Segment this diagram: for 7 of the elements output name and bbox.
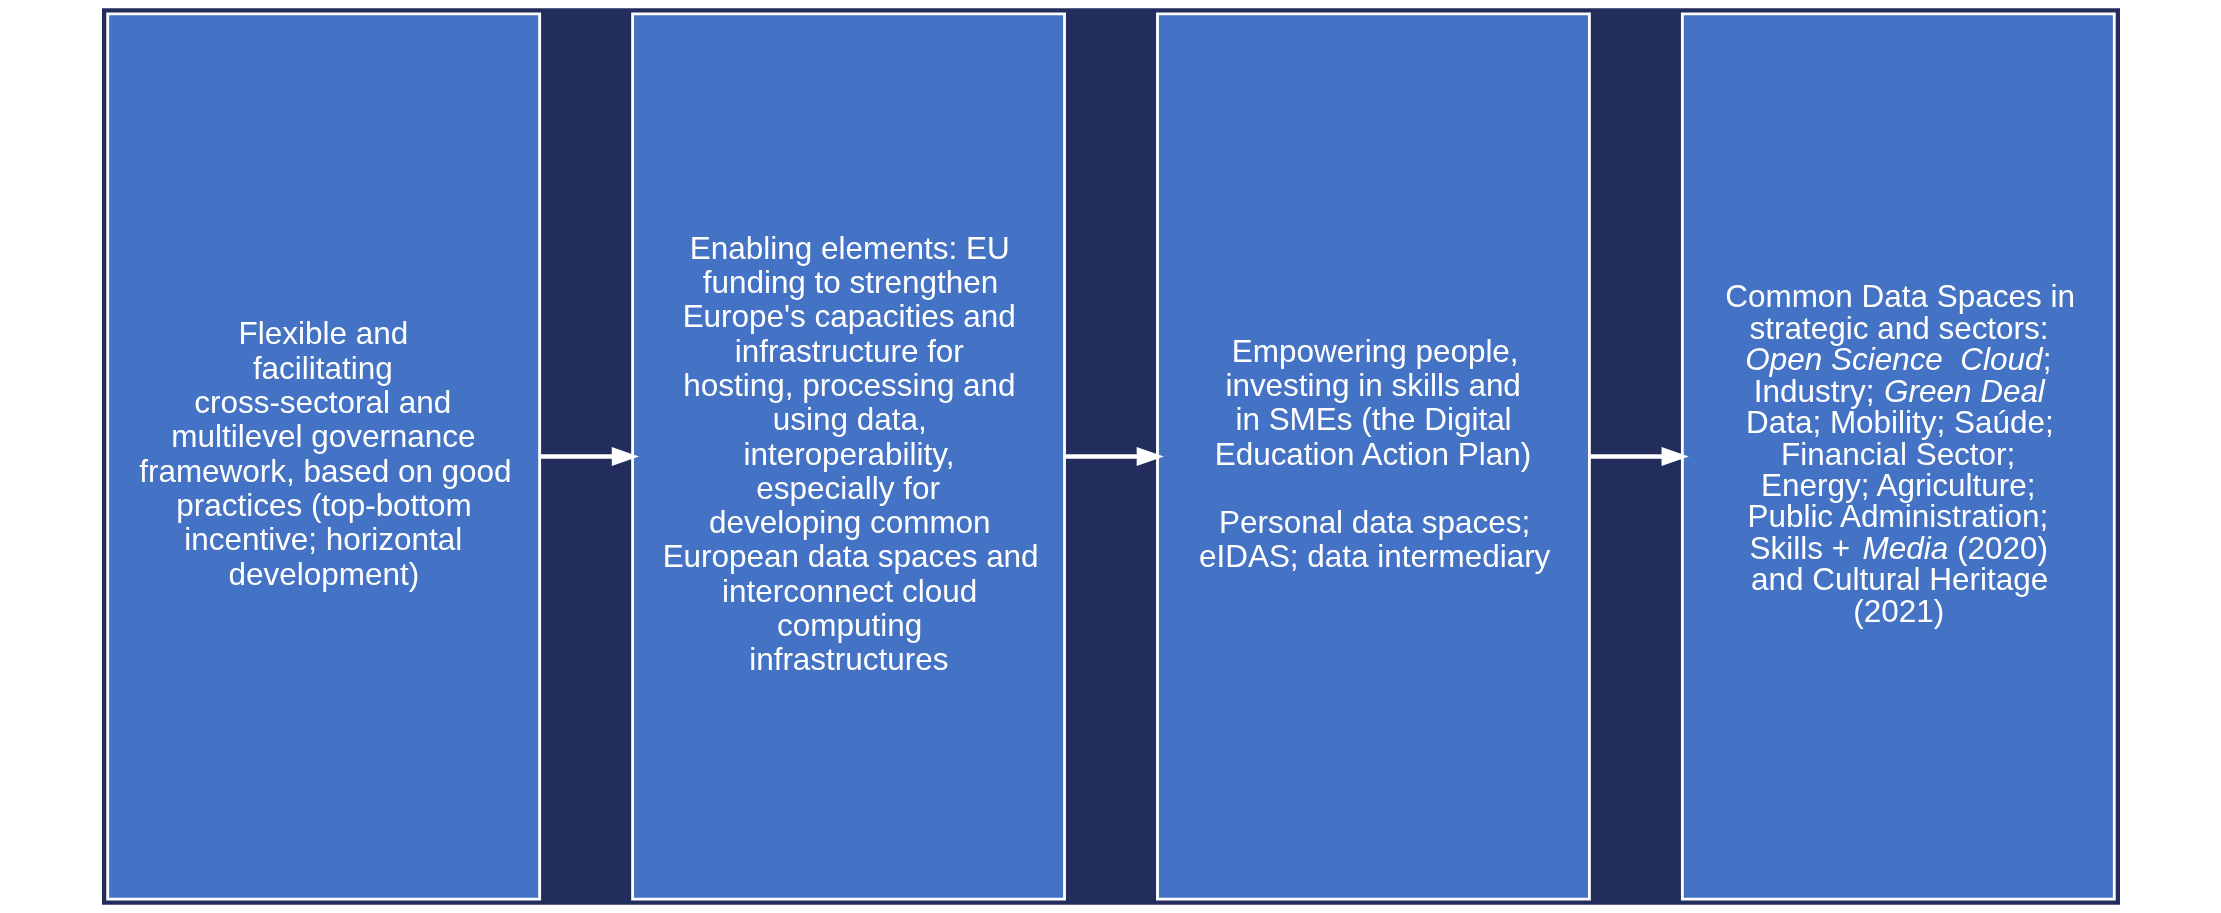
node-box: Flexible and facilitating cross-sectoral and multilevel governance framework, based on good practices (top-bottom incentive; horizontal development)	[105, 12, 541, 901]
node-box: Empowering people, investing in skills and in SMEs (the Digital Education Action Plan) Personal data spaces; eIDAS; data intermediary	[1155, 12, 1591, 901]
arrow	[1588, 446, 1689, 467]
arrow	[539, 446, 639, 467]
node-box: Common Data Spaces in strategic and sectors: Open Science Cloud; Industry; Green Deal Data; Mobility; Saúde; Financial Sector; Energy; Agriculture; Public Administration; Skills + Media (2020) and Cultural Heritage (2021)	[1680, 12, 2116, 901]
node-box: Enabling elements: EU funding to strengthen Europe's capacities and infrastructure for hosting, processing and using data, interoperability, especially for developing common European data spaces and interconnect cloud computing infrastructures	[630, 12, 1066, 901]
arrow	[1064, 446, 1164, 467]
